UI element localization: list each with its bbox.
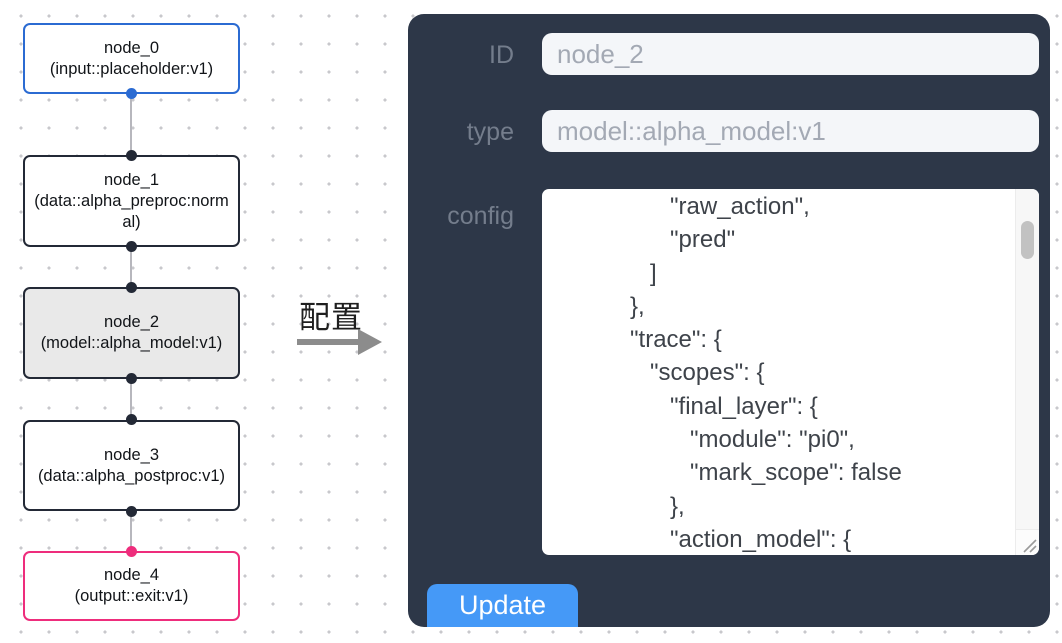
type-input[interactable] <box>542 110 1039 152</box>
handle-node1-output[interactable] <box>126 241 137 252</box>
handle-node3-output[interactable] <box>126 506 137 517</box>
node-title: node_3 <box>103 445 160 464</box>
edge-node3-node4[interactable] <box>130 511 132 551</box>
graph-node-node4[interactable]: node_4 (output::exit:v1) <box>23 551 240 621</box>
config-json-code: "raw_action", "pred" ] }, "trace": { "sc… <box>630 193 902 553</box>
scrollbar-track[interactable] <box>1015 189 1039 529</box>
scrollbar-thumb[interactable] <box>1021 221 1034 259</box>
handle-node1-input[interactable] <box>126 150 137 161</box>
node-subtitle: (output::exit:v1) <box>74 587 189 605</box>
node-subtitle: (input::placeholder:v1) <box>49 59 214 78</box>
configure-arrowhead-icon <box>358 329 382 355</box>
update-button[interactable]: Update <box>427 584 578 627</box>
edge-node1-node2[interactable] <box>130 247 132 287</box>
config-field-label: config <box>447 202 514 230</box>
edge-node2-node3[interactable] <box>130 379 132 420</box>
id-input[interactable] <box>542 33 1039 75</box>
handle-node0-output[interactable] <box>126 88 137 99</box>
handle-node4-input[interactable] <box>126 546 137 557</box>
type-field-label: type <box>466 118 514 146</box>
node-title: node_2 <box>103 313 160 331</box>
configure-annotation-label: 配置 <box>299 300 363 335</box>
node-subtitle: (model::alpha_model:v1) <box>40 334 223 352</box>
node-config-panel: ID type config "raw_action", "pred" ] },… <box>408 14 1050 627</box>
configure-arrow-icon <box>297 339 359 345</box>
node-title: node_1 <box>103 170 160 189</box>
node-subtitle: (data::alpha_preproc:normal) <box>34 191 229 231</box>
graph-node-node0[interactable]: node_0 (input::placeholder:v1) <box>23 23 240 94</box>
handle-node2-input[interactable] <box>126 282 137 293</box>
node-subtitle: (data::alpha_postproc:v1) <box>37 466 226 485</box>
graph-node-node1[interactable]: node_1 (data::alpha_preproc:normal) <box>23 155 240 247</box>
handle-node2-output[interactable] <box>126 373 137 384</box>
textarea-resize-grip-icon[interactable] <box>1015 529 1039 555</box>
id-field-label: ID <box>489 41 514 69</box>
node-title: node_4 <box>103 566 160 584</box>
config-json-textarea[interactable]: "raw_action", "pred" ] }, "trace": { "sc… <box>542 189 1039 555</box>
graph-node-node3[interactable]: node_3 (data::alpha_postproc:v1) <box>23 420 240 511</box>
handle-node3-input[interactable] <box>126 414 137 425</box>
node-title: node_0 <box>103 38 160 57</box>
graph-node-node2-selected[interactable]: node_2 (model::alpha_model:v1) <box>23 287 240 379</box>
edge-node0-node1[interactable] <box>130 94 132 155</box>
